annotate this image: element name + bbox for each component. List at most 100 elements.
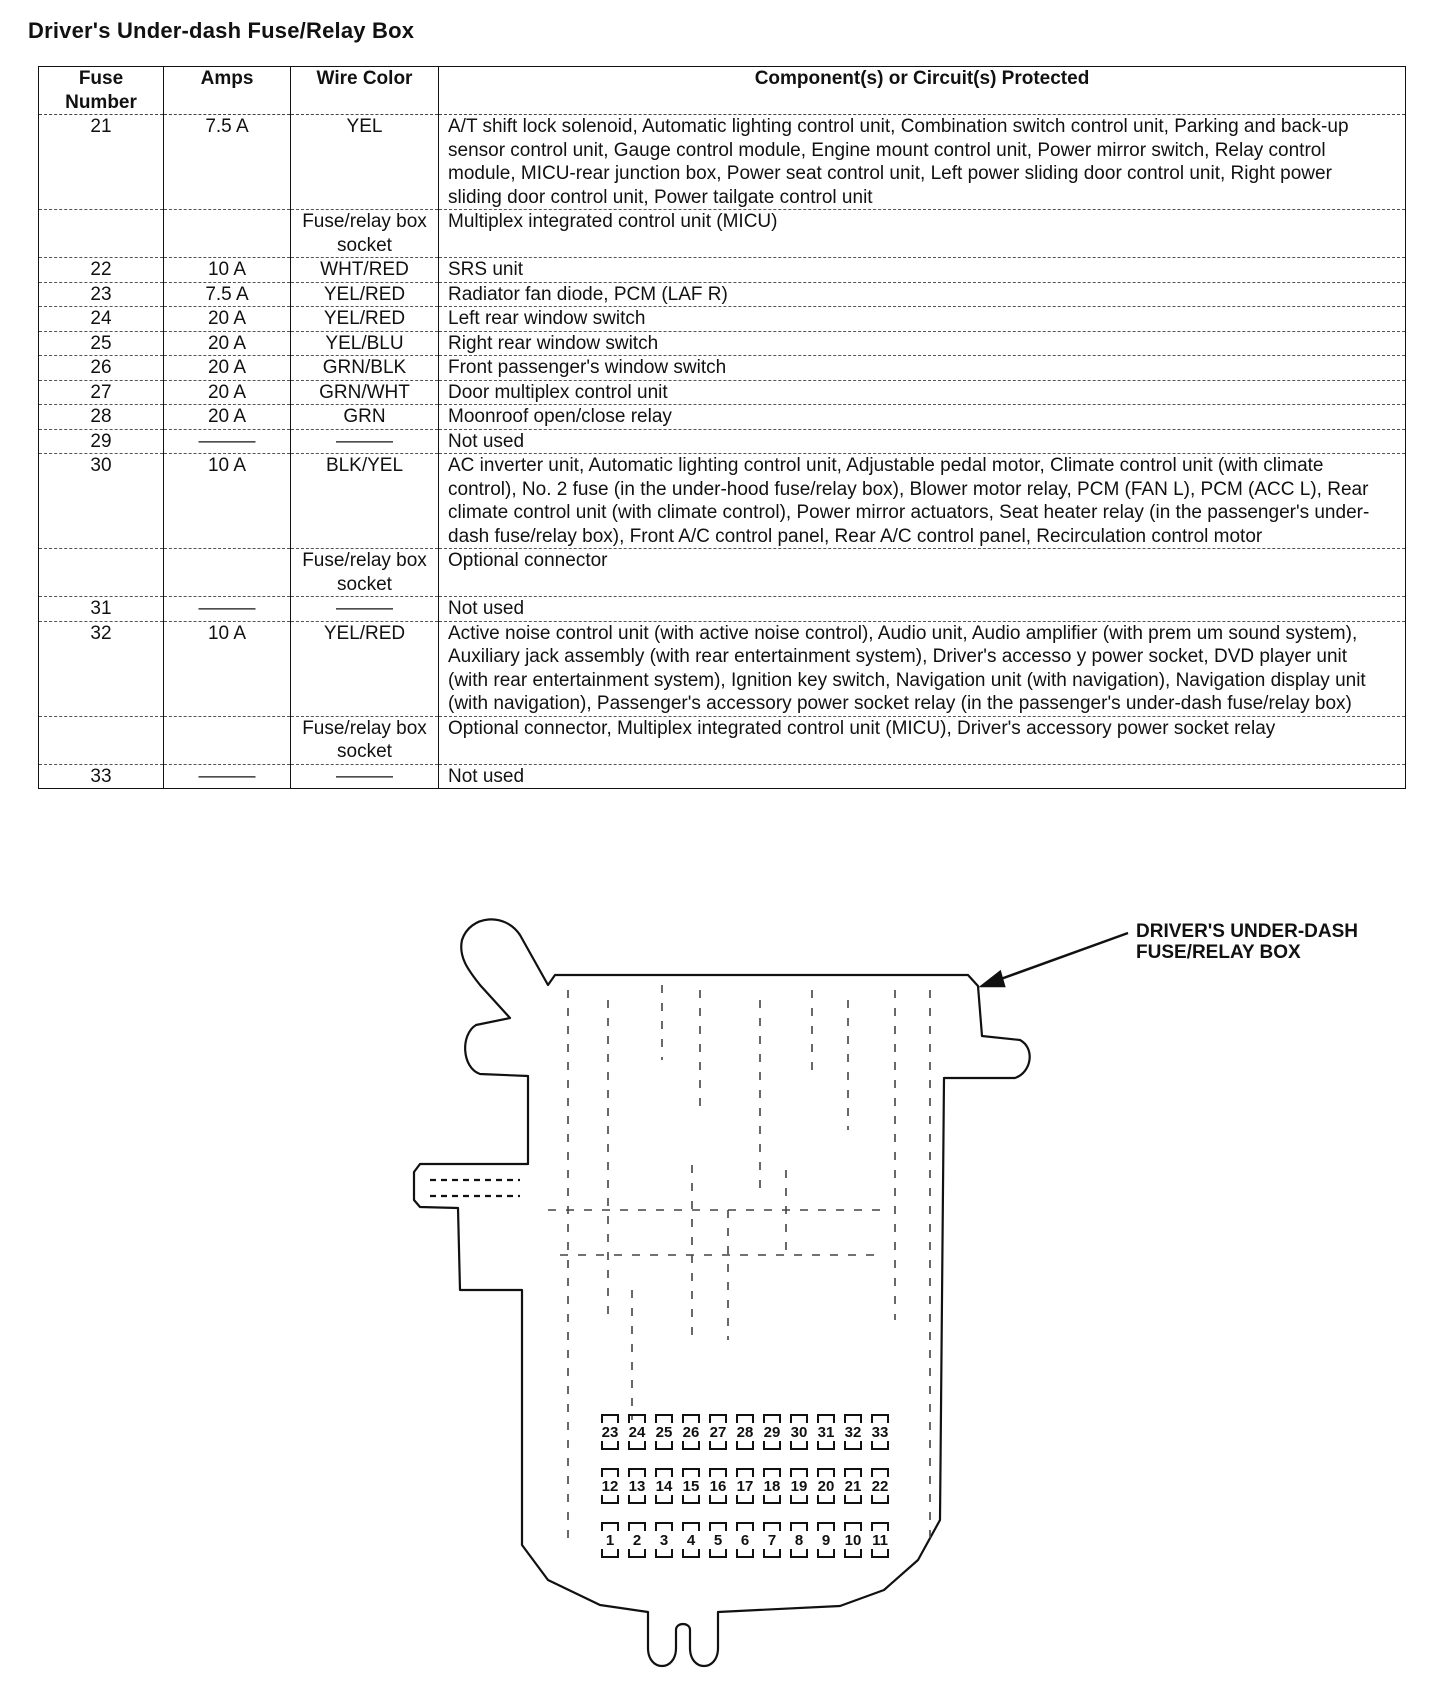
table-row: 30 10 A BLK/YEL AC inverter unit, Automa… bbox=[38, 453, 1406, 549]
fuse-number-cell: 23 bbox=[38, 282, 164, 307]
fuse-slot: 7 bbox=[763, 1522, 781, 1558]
fuse-slot-label: 16 bbox=[710, 1478, 727, 1495]
fuse-number-cell: 33 bbox=[38, 764, 164, 789]
fuse-slot-top bbox=[709, 1522, 727, 1531]
fuse-slot-bottom bbox=[709, 1441, 727, 1450]
fuse-slot-label: 5 bbox=[714, 1532, 722, 1549]
component-cell: Optional connector bbox=[438, 548, 1406, 597]
component-cell: Multiplex integrated control unit (MICU) bbox=[438, 209, 1406, 258]
fuse-slot-label: 28 bbox=[737, 1424, 754, 1441]
component-cell: Door multiplex control unit bbox=[438, 380, 1406, 405]
fuse-slot: 18 bbox=[763, 1468, 781, 1504]
fuse-slot: 30 bbox=[790, 1414, 808, 1450]
fuse-slot: 33 bbox=[871, 1414, 889, 1450]
component-cell: Left rear window switch bbox=[438, 306, 1406, 332]
wire-color-cell: ——— bbox=[290, 596, 439, 622]
fuse-table: Fuse Number Amps Wire Color Component(s)… bbox=[38, 66, 1406, 789]
amps-cell: ——— bbox=[163, 429, 291, 454]
fuse-slot-top bbox=[871, 1468, 889, 1477]
amps-cell: 7.5 A bbox=[163, 114, 291, 210]
fuse-slot-top bbox=[601, 1468, 619, 1477]
fuse-slot: 20 bbox=[817, 1468, 835, 1504]
fuse-slot-top bbox=[763, 1468, 781, 1477]
wire-color-cell: YEL bbox=[290, 114, 439, 210]
fuse-slot-bottom bbox=[628, 1549, 646, 1558]
callout-line-2: FUSE/RELAY BOX bbox=[1136, 942, 1301, 963]
table-row: 27 20 A GRN/WHT Door multiplex control u… bbox=[38, 380, 1406, 405]
fuse-number-cell bbox=[38, 548, 164, 597]
amps-cell: 20 A bbox=[163, 355, 291, 381]
component-cell: Not used bbox=[438, 596, 1406, 622]
fuse-slot-bottom bbox=[601, 1549, 619, 1558]
fuse-slot: 5 bbox=[709, 1522, 727, 1558]
fuse-slot-label: 11 bbox=[872, 1532, 888, 1549]
table-header-row: Fuse Number Amps Wire Color Component(s)… bbox=[38, 66, 1406, 115]
fuse-slot-bottom bbox=[682, 1441, 700, 1450]
fuse-slot-top bbox=[628, 1522, 646, 1531]
fuse-slot-top bbox=[844, 1468, 862, 1477]
fuse-slot-top bbox=[817, 1468, 835, 1477]
amps-cell bbox=[163, 209, 291, 258]
diagram-callout: DRIVER'S UNDER-DASH FUSE/RELAY BOX bbox=[1136, 921, 1358, 963]
fuse-slot-label: 14 bbox=[656, 1478, 673, 1495]
fuse-slot-bottom bbox=[871, 1441, 889, 1450]
fuse-slot-top bbox=[763, 1522, 781, 1531]
fuse-slot-bottom bbox=[628, 1495, 646, 1504]
fuse-number-cell: 31 bbox=[38, 596, 164, 622]
fuse-slot: 25 bbox=[655, 1414, 673, 1450]
fuse-slot-top bbox=[763, 1414, 781, 1423]
wire-color-cell: ——— bbox=[290, 764, 439, 789]
fuse-slot-bottom bbox=[817, 1495, 835, 1504]
fuse-slot-bottom bbox=[601, 1441, 619, 1450]
wire-color-cell: YEL/BLU bbox=[290, 331, 439, 356]
fuse-slot-label: 31 bbox=[818, 1424, 835, 1441]
fuse-slot-label: 27 bbox=[710, 1424, 727, 1441]
fuse-slot-label: 3 bbox=[660, 1532, 668, 1549]
fuse-slot-top bbox=[709, 1414, 727, 1423]
fuse-slot: 1 bbox=[601, 1522, 619, 1558]
fuse-slot-bottom bbox=[871, 1549, 889, 1558]
component-cell: Not used bbox=[438, 764, 1406, 789]
fuse-slot-top bbox=[790, 1414, 808, 1423]
component-cell: Not used bbox=[438, 429, 1406, 454]
fuse-slot: 29 bbox=[763, 1414, 781, 1450]
fuse-number-cell: 32 bbox=[38, 621, 164, 717]
table-row: 33 ——— ——— Not used bbox=[38, 764, 1406, 789]
fuse-slot-top bbox=[736, 1414, 754, 1423]
fuse-slot-label: 4 bbox=[687, 1532, 696, 1549]
fuse-number-cell: 21 bbox=[38, 114, 164, 210]
fuse-slot-bottom bbox=[844, 1549, 862, 1558]
fuse-slot-bottom bbox=[736, 1495, 754, 1504]
callout-arrow bbox=[978, 931, 1129, 988]
fuse-slot: 13 bbox=[628, 1468, 646, 1504]
fuse-slot: 9 bbox=[817, 1522, 835, 1558]
table-row: Fuse/relay box socket Optional connector… bbox=[38, 716, 1406, 765]
wire-color-cell: Fuse/relay box socket bbox=[290, 716, 439, 765]
table-row: 29 ——— ——— Not used bbox=[38, 429, 1406, 454]
table-row: Fuse/relay box socket Optional connector bbox=[38, 548, 1406, 597]
fuse-slot-label: 24 bbox=[629, 1424, 646, 1441]
fuse-slot-bottom bbox=[763, 1495, 781, 1504]
fuse-slot-bottom bbox=[682, 1549, 700, 1558]
amps-cell: 7.5 A bbox=[163, 282, 291, 307]
fuse-slot: 14 bbox=[655, 1468, 673, 1504]
fuse-slot-label: 26 bbox=[683, 1424, 700, 1441]
fuse-slot-label: 21 bbox=[845, 1478, 862, 1495]
fuse-number-cell: 28 bbox=[38, 404, 164, 430]
component-cell: Right rear window switch bbox=[438, 331, 1406, 356]
page-title: Driver's Under-dash Fuse/Relay Box bbox=[28, 18, 415, 43]
fuse-slot-label: 18 bbox=[764, 1478, 781, 1495]
fuse-slot-bottom bbox=[601, 1495, 619, 1504]
fuse-slot: 3 bbox=[655, 1522, 673, 1558]
fuse-slot-bottom bbox=[655, 1441, 673, 1450]
header-amps: Amps bbox=[163, 66, 291, 115]
header-fuse-number: Fuse Number bbox=[38, 66, 164, 115]
fuse-slot-label: 8 bbox=[795, 1532, 803, 1549]
table-row: 23 7.5 A YEL/RED Radiator fan diode, PCM… bbox=[38, 282, 1406, 307]
fuse-slot-bottom bbox=[844, 1495, 862, 1504]
fuse-slot-top bbox=[790, 1468, 808, 1477]
fuse-slot: 15 bbox=[682, 1468, 700, 1504]
fuse-slot-top bbox=[655, 1414, 673, 1423]
